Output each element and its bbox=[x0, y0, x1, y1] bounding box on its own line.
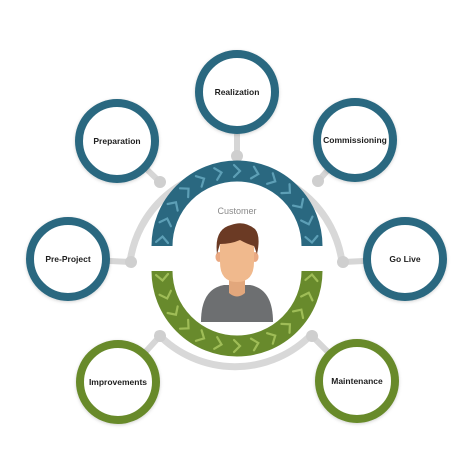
improvements-ring bbox=[76, 340, 160, 424]
node-go-live[interactable]: Go Live bbox=[363, 217, 447, 301]
node-preparation[interactable]: Preparation bbox=[75, 99, 159, 183]
go-live-ring bbox=[363, 217, 447, 301]
preparation-junction-dot bbox=[154, 176, 166, 188]
go-live-label: Go Live bbox=[389, 254, 420, 264]
chevron-mark bbox=[154, 272, 170, 283]
preparation-ring bbox=[75, 99, 159, 183]
center-customer: Customer bbox=[201, 206, 273, 322]
chevron-mark bbox=[213, 167, 224, 181]
chevron-mark bbox=[300, 291, 314, 302]
chevron-mark bbox=[300, 215, 314, 226]
center-label: Customer bbox=[217, 206, 256, 216]
person-icon bbox=[201, 223, 273, 322]
green-arc bbox=[151, 270, 323, 357]
chevron-mark bbox=[280, 322, 292, 334]
chevron-mark bbox=[291, 308, 305, 320]
commissioning-junction-dot bbox=[312, 175, 324, 187]
chevron-mark bbox=[232, 163, 242, 179]
preparation-label: Preparation bbox=[93, 136, 140, 146]
chevron-mark bbox=[304, 234, 319, 245]
commissioning-ring bbox=[313, 98, 397, 182]
chevron-mark bbox=[213, 336, 224, 350]
chevron-mark bbox=[194, 175, 206, 188]
realization-label: Realization bbox=[215, 87, 260, 97]
chevron-mark bbox=[304, 272, 319, 283]
node-commissioning[interactable]: Commissioning bbox=[313, 98, 397, 182]
chevron-mark bbox=[266, 332, 277, 345]
node-improvements[interactable]: Improvements bbox=[76, 340, 160, 424]
commissioning-label: Commissioning bbox=[323, 135, 387, 145]
node-maintenance[interactable]: Maintenance bbox=[315, 339, 399, 423]
chevron-mark bbox=[291, 197, 305, 209]
improvements-junction-dot bbox=[154, 330, 166, 342]
realization-junction-dot bbox=[231, 150, 243, 162]
chevron-mark bbox=[166, 200, 179, 212]
chevron-mark bbox=[249, 337, 260, 352]
go-live-junction-dot bbox=[337, 256, 349, 268]
chevron-mark bbox=[154, 234, 170, 245]
chevron-ring bbox=[151, 160, 323, 357]
pre-project-label: Pre-Project bbox=[45, 254, 91, 264]
node-pre-project[interactable]: Pre-Project bbox=[26, 217, 110, 301]
chevron-mark bbox=[249, 165, 260, 180]
chevron-mark bbox=[178, 318, 190, 330]
chevron-mark bbox=[158, 217, 172, 228]
pre-project-junction-dot bbox=[125, 256, 137, 268]
maintenance-junction-dot bbox=[306, 330, 318, 342]
chevron-mark bbox=[280, 183, 292, 195]
maintenance-ring bbox=[315, 339, 399, 423]
chevron-mark bbox=[158, 289, 172, 300]
improvements-label: Improvements bbox=[89, 377, 147, 387]
chevron-mark bbox=[166, 305, 179, 317]
chevron-mark bbox=[178, 187, 190, 199]
node-realization[interactable]: Realization bbox=[195, 50, 279, 134]
chevron-mark bbox=[266, 172, 277, 185]
pre-project-ring bbox=[26, 217, 110, 301]
chevron-mark bbox=[194, 329, 206, 342]
teal-arc bbox=[151, 160, 323, 247]
chevron-mark bbox=[232, 338, 242, 354]
realization-ring bbox=[195, 50, 279, 134]
maintenance-label: Maintenance bbox=[331, 376, 383, 386]
